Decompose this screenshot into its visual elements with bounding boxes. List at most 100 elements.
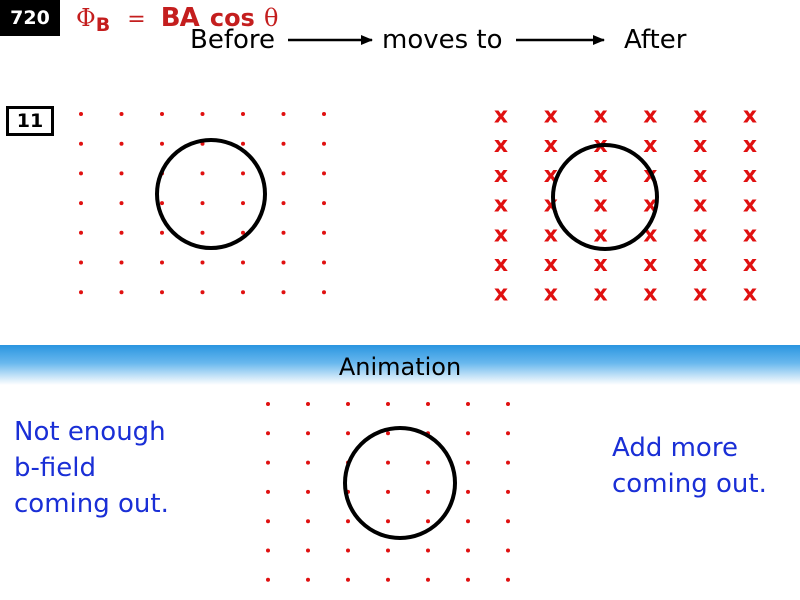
field-dot-out xyxy=(200,171,205,176)
field-dot-out xyxy=(79,290,83,295)
field-x-in: x xyxy=(494,104,508,129)
loop-before xyxy=(155,138,267,250)
field-dot-out xyxy=(266,460,270,465)
formula-theta: θ xyxy=(263,4,279,32)
field-x-in: x xyxy=(544,282,558,307)
field-dot-out xyxy=(506,489,510,494)
loop-animation xyxy=(343,426,457,540)
field-x-in: x xyxy=(643,133,657,158)
field-dot-out xyxy=(241,260,245,265)
field-dot-out xyxy=(160,201,164,206)
field-x-in: x xyxy=(593,193,607,218)
left-note-line-3: coming out. xyxy=(14,489,169,519)
field-dot-out xyxy=(281,290,286,295)
field-x-in: x xyxy=(743,163,757,188)
field-dot-out xyxy=(426,489,430,494)
right-note: Add more coming out. xyxy=(612,430,767,502)
field-dot-out xyxy=(386,489,390,494)
field-x-in: x xyxy=(593,163,607,188)
field-x-in: x xyxy=(693,163,707,188)
field-x-in: x xyxy=(693,104,707,129)
field-dot-out xyxy=(426,577,430,582)
field-dot-out xyxy=(241,171,245,176)
field-dot-out xyxy=(200,201,205,206)
field-dot-out xyxy=(241,141,245,146)
field-dot-out xyxy=(466,548,470,553)
field-dot-out xyxy=(160,112,164,116)
field-dot-out xyxy=(241,201,245,206)
field-x-in: x xyxy=(494,282,508,307)
field-dot-out xyxy=(281,230,286,235)
field-dot-out xyxy=(160,141,164,146)
field-x-in: x xyxy=(743,104,757,129)
right-note-line-1: Add more xyxy=(612,433,738,463)
field-dot-out xyxy=(241,230,245,235)
field-dot-out xyxy=(200,260,205,265)
field-dot-out xyxy=(506,431,510,436)
slide-number-badge: 720 xyxy=(0,0,60,36)
field-dot-out xyxy=(426,519,430,524)
field-dot-out xyxy=(119,260,124,265)
field-x-in: x xyxy=(544,222,558,247)
field-x-in: x xyxy=(593,104,607,129)
field-dot-out xyxy=(322,290,326,295)
field-dot-out xyxy=(119,201,124,206)
field-x-in: x xyxy=(544,252,558,277)
field-dot-out xyxy=(386,460,390,465)
field-x-in: x xyxy=(693,282,707,307)
field-dot-out xyxy=(200,112,205,116)
field-dot-out xyxy=(79,260,83,265)
field-dot-out xyxy=(466,577,470,582)
field-dot-out xyxy=(119,290,124,295)
left-note: Not enough b-field coming out. xyxy=(14,414,169,522)
problem-number-box: 11 xyxy=(6,106,54,136)
field-dot-out xyxy=(119,230,124,235)
field-dot-out xyxy=(306,519,310,524)
field-dot-out xyxy=(79,112,83,116)
field-dot-out xyxy=(266,402,270,406)
field-x-in: x xyxy=(544,104,558,129)
field-dot-out xyxy=(281,260,286,265)
field-dot-out xyxy=(119,141,124,146)
field-x-in: x xyxy=(743,282,757,307)
field-dot-out xyxy=(466,519,470,524)
formula-phi: Φ xyxy=(76,4,96,32)
field-x-in: x xyxy=(693,193,707,218)
field-dot-out xyxy=(306,402,310,406)
field-x-in: x xyxy=(743,133,757,158)
field-dot-out xyxy=(506,460,510,465)
field-x-in: x xyxy=(593,222,607,247)
field-x-in: x xyxy=(494,222,508,247)
field-dot-out xyxy=(281,141,286,146)
field-dot-out xyxy=(79,201,83,206)
loop-after xyxy=(551,143,659,251)
field-dot-out xyxy=(426,402,430,406)
field-dot-out xyxy=(281,112,286,116)
moves-to-label: moves to xyxy=(382,25,503,55)
field-dot-out xyxy=(266,431,270,436)
field-x-in: x xyxy=(593,252,607,277)
field-dot-out xyxy=(266,548,270,553)
field-dot-out xyxy=(79,171,83,176)
formula-cos: cos xyxy=(209,4,255,32)
field-dot-out xyxy=(200,290,205,295)
field-x-in: x xyxy=(544,133,558,158)
field-dot-out xyxy=(241,290,245,295)
field-x-in: x xyxy=(743,252,757,277)
left-note-line-2: b-field xyxy=(14,453,96,483)
field-x-in: x xyxy=(643,104,657,129)
field-dot-out xyxy=(322,112,326,116)
before-field-dots xyxy=(79,112,326,295)
field-x-in: x xyxy=(693,133,707,158)
field-dot-out xyxy=(426,548,430,553)
left-note-line-1: Not enough xyxy=(14,417,166,447)
field-dot-out xyxy=(346,431,350,436)
field-x-in: x xyxy=(693,252,707,277)
field-dot-out xyxy=(306,577,310,582)
field-x-in: x xyxy=(593,282,607,307)
field-dot-out xyxy=(506,519,510,524)
field-dot-out xyxy=(386,431,390,436)
field-x-in: x xyxy=(494,133,508,158)
